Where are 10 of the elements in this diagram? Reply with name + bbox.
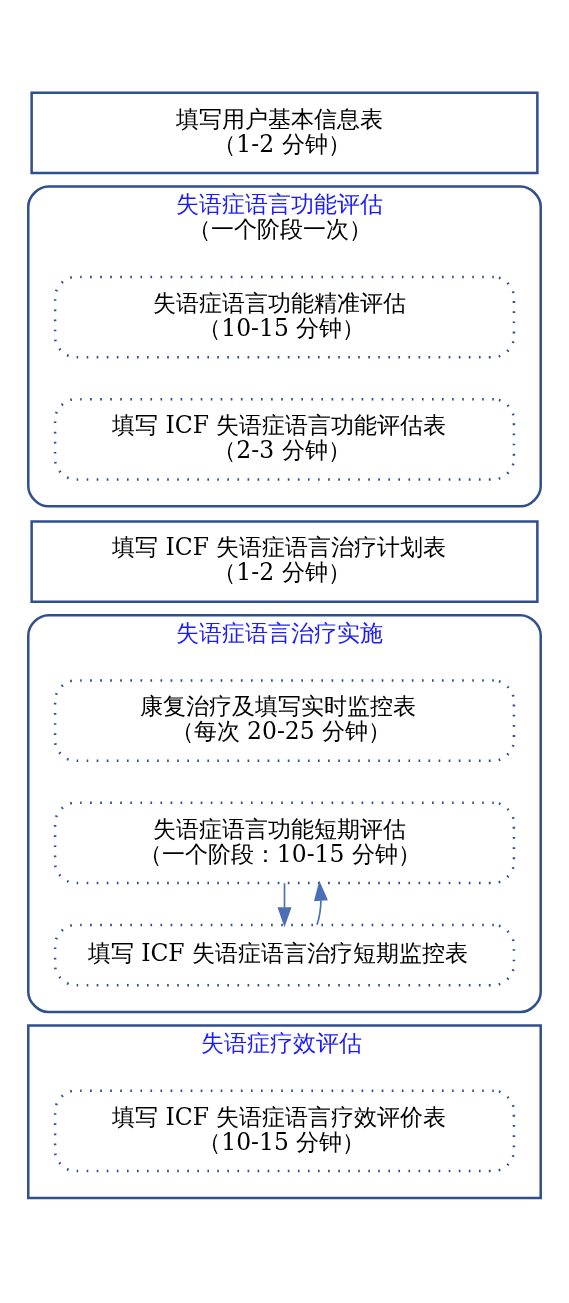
arrow [277, 881, 292, 927]
node-box: 填写 ICF 失语症语言功能评估表 （2-3 分钟） [53, 397, 516, 481]
node-box: 康复治疗及填写实时监控表 （每次 20-25 分钟） [53, 678, 516, 762]
arrow [313, 880, 328, 926]
node-box: 填写 ICF 失语症语言治疗短期监控表 [53, 923, 516, 986]
node-box: 失语症语言功能精准评估 （10-15 分钟） [53, 275, 516, 359]
node-box: 失语症语言功能短期评估 （一个阶段：10-15 分钟） [53, 800, 516, 884]
node-box: 填写用户基本信息表 （1-2 分钟） [30, 90, 539, 174]
node-box: 填写 ICF 失语症语言治疗计划表 （1-2 分钟） [30, 519, 539, 603]
node-box: 填写 ICF 失语症语言疗效评价表 （10-15 分钟） [53, 1088, 516, 1172]
